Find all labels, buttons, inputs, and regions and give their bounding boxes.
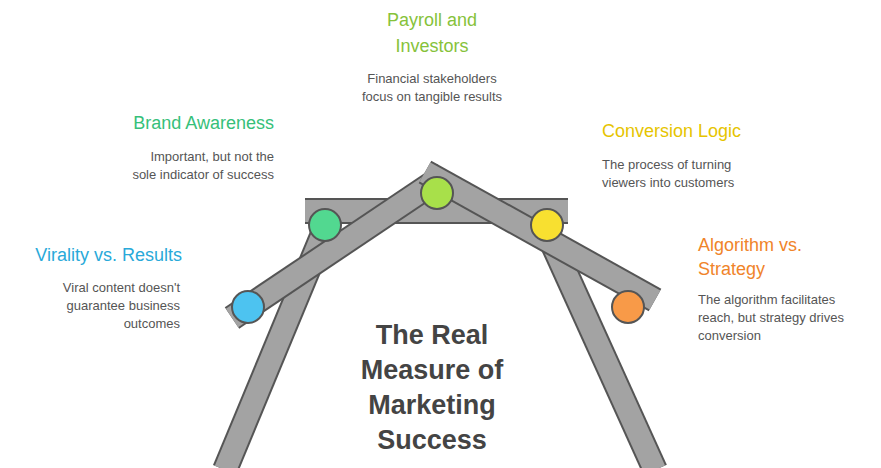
diagram-title: The Real Measure of Marketing Success	[346, 318, 518, 458]
joint-dot	[612, 291, 644, 323]
item-description: Viral content doesn't guarantee business…	[30, 279, 180, 333]
joint-dot	[232, 291, 264, 323]
joint-dot	[421, 177, 453, 209]
item-heading: Conversion Logic	[602, 119, 802, 143]
beam	[425, 172, 655, 300]
item-description: Important, but not the sole indicator of…	[124, 148, 274, 184]
item-heading: Payroll and Investors	[352, 7, 512, 59]
item-heading: Algorithm vs. Strategy	[698, 233, 838, 281]
item-description: The process of turning viewers into cust…	[602, 156, 777, 192]
item-description: Financial stakeholders focus on tangible…	[357, 70, 507, 106]
beam	[232, 175, 445, 318]
item-heading: Virality vs. Results	[6, 243, 182, 267]
item-description: The algorithm facilitates reach, but str…	[698, 291, 873, 345]
beam	[425, 172, 655, 300]
beam	[232, 175, 445, 318]
joint-dot	[531, 209, 563, 241]
item-heading: Brand Awareness	[94, 111, 274, 135]
joint-dot	[309, 209, 341, 241]
